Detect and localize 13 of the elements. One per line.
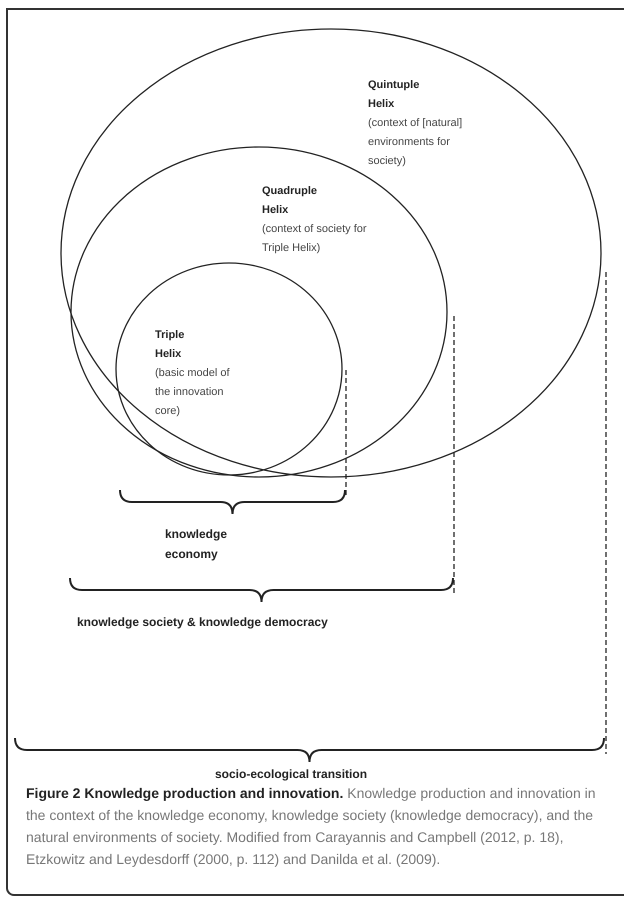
nested-ellipse <box>70 146 448 478</box>
ellipse-description: (context of society for Triple Helix) <box>262 222 368 256</box>
bracket-label: knowledge economy <box>165 526 228 563</box>
figure-caption: Figure 2 Knowledge production and innovation. Knowledge production and innovation in the context of the knowledge economy, knowledge society (knowledge democracy), and the natural environments of society. Modified from Carayannis and Campbell (2012, p. 18), Etzkowitz and Leydesdorff (2000, p. 112) and Danilda et al. (2009). <box>26 784 597 869</box>
nested-ellipse <box>60 28 602 478</box>
ellipse-heading: Quadruple Helix <box>262 184 318 218</box>
nested-ellipse <box>115 262 343 476</box>
ellipse-heading: Triple Helix <box>155 328 186 362</box>
ellipse-heading: Quintuple Helix <box>368 78 420 112</box>
ellipse-description: (basic model of the innovation core) <box>155 366 230 419</box>
ellipse-description: (context of [natural] environments for society) <box>368 116 464 169</box>
bracket-label: knowledge society & knowledge democracy <box>77 614 329 631</box>
bracket-label: socio-ecological transition <box>215 766 368 783</box>
